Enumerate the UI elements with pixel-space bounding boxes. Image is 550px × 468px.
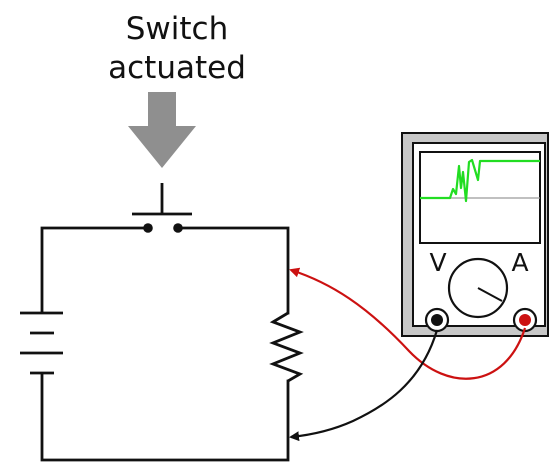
annotation-line-1: Switch [126,11,229,47]
actuation-arrow-icon [128,92,196,168]
top-left-wire [40,226,150,314]
resistor-symbol [269,311,304,383]
selector-pointer [477,287,503,302]
red-probe-lead [289,267,527,380]
black-probe-lead [289,329,439,442]
voltage-label: V [429,248,446,277]
annotation-line-2: actuated [108,50,246,86]
battery-symbol [20,311,63,375]
voltage-trace [420,158,540,203]
current-label: A [511,248,528,277]
black-input-jack [424,307,450,333]
top-right-wire [176,226,290,315]
pushbutton-switch [132,183,192,233]
oscilloscope-meter: V A [401,132,549,337]
bottom-wire [40,372,290,462]
red-input-jack [512,307,538,333]
